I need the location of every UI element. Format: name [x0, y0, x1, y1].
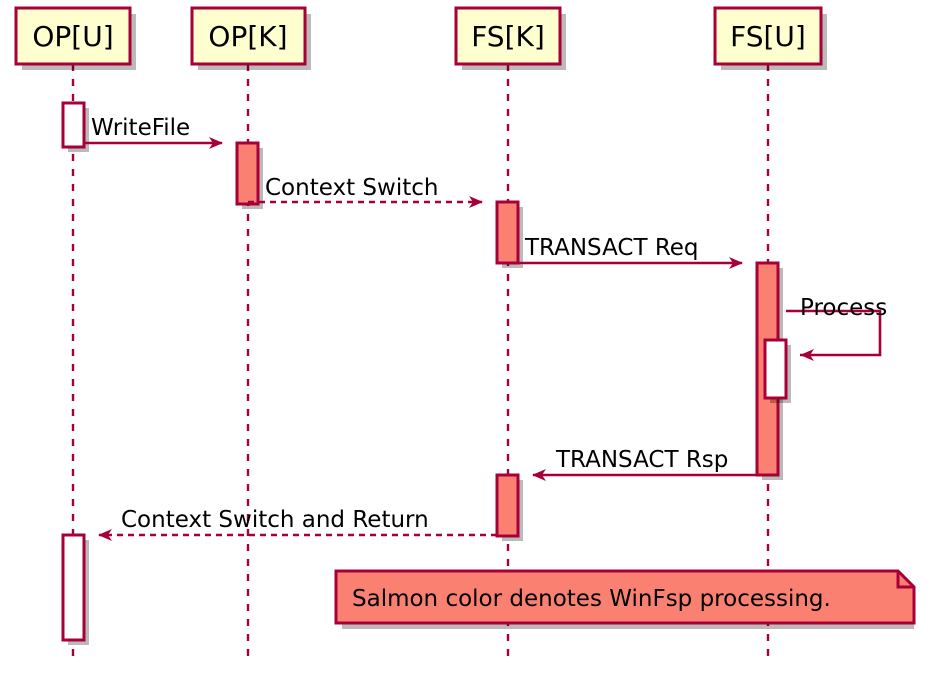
message-context-switch-and-return-label: Context Switch and Return	[121, 507, 429, 533]
message-transact-req[interactable]: TRANSACT Req	[518, 235, 743, 269]
activation-op-u-return	[61, 533, 86, 642]
message-process-arrowhead	[800, 349, 814, 361]
message-writefile-label: WriteFile	[91, 115, 190, 141]
activations-group	[61, 101, 791, 645]
note-salmon-legend[interactable]: Salmon color denotes WinFsp processing.	[334, 569, 916, 629]
activation-fs-k-request	[495, 200, 520, 265]
participant-fs-u[interactable]: FS[U]	[713, 6, 827, 70]
message-context-switch-and-return[interactable]: Context Switch and Return	[98, 507, 497, 541]
participant-fs-u-label: FS[U]	[730, 20, 806, 53]
participant-fs-u-box[interactable]	[713, 6, 823, 66]
message-context-switch-label: Context Switch	[265, 175, 438, 201]
message-writefile[interactable]: WriteFile	[84, 115, 223, 149]
note-salmon-legend-text: Salmon color denotes WinFsp processing.	[352, 586, 831, 612]
message-transact-rsp-label: TRANSACT Rsp	[555, 447, 728, 473]
activation-fs-k-response	[495, 473, 520, 538]
activation-op-u-writefile	[61, 101, 86, 149]
note-salmon-legend-body	[334, 569, 916, 625]
activation-fs-u-process	[763, 338, 788, 400]
participant-op-k-box[interactable]	[190, 6, 307, 66]
participant-fs-k-box[interactable]	[454, 6, 562, 66]
participant-op-k[interactable]: OP[K]	[190, 6, 311, 70]
activation-op-k	[235, 141, 260, 206]
message-process-label: Process	[800, 295, 887, 321]
participants-group: OP[U] OP[K] FS[K] FS[U]	[14, 6, 827, 70]
participant-fs-k-label: FS[K]	[471, 20, 545, 53]
message-process-line	[786, 309, 882, 357]
message-transact-req-label: TRANSACT Req	[524, 235, 699, 261]
participant-op-k-label: OP[K]	[208, 20, 287, 53]
note-salmon-legend-fold-icon	[896, 571, 914, 589]
message-context-switch[interactable]: Context Switch	[248, 175, 483, 208]
participant-fs-k[interactable]: FS[K]	[454, 6, 566, 70]
participant-op-u-label: OP[U]	[32, 20, 113, 53]
message-transact-rsp[interactable]: TRANSACT Rsp	[532, 447, 757, 481]
participant-op-u-box[interactable]	[14, 6, 132, 66]
participant-op-u[interactable]: OP[U]	[14, 6, 136, 70]
message-process-self-call[interactable]: Process	[786, 295, 887, 361]
messages-group: WriteFile Context Switch TRANSACT Req Pr…	[84, 115, 887, 541]
